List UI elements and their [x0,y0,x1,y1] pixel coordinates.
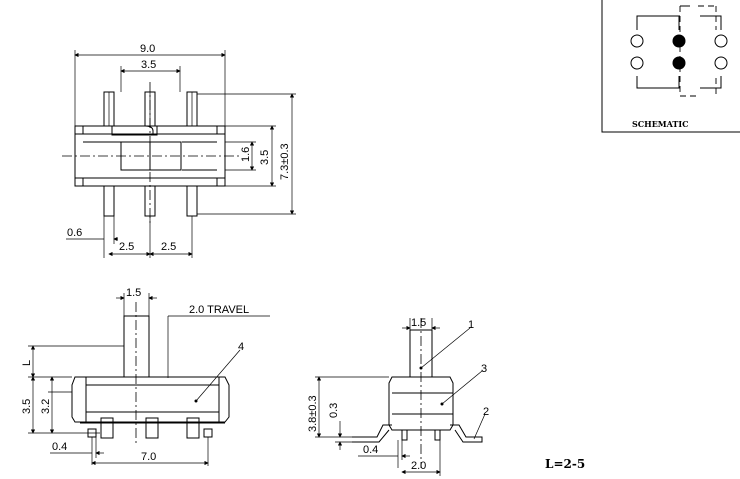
side-knob-dim-label: 1.5 [411,317,426,329]
contact-closed-bc [672,56,686,70]
dim-pin-width-label: 0.6 [67,227,82,239]
contact-open-tr [714,34,728,48]
dim-width-label: 9.0 [140,43,155,55]
side-body [388,376,454,431]
front-length-label: 7.0 [141,451,156,463]
dim-height-label: 7.3±0.3 [279,143,291,180]
dim-inner-label: 3.5 [259,150,271,165]
length-note: L=2-5 [545,457,585,471]
front-view: 1.5 2.0 TRAVEL 4 L 3.5 3.2 [21,287,270,466]
contact-open-tl [630,34,644,48]
contact-open-br [714,56,728,70]
front-pin-left [100,417,114,439]
front-knob-dim-label: 1.5 [126,287,141,299]
side-base-label: 2.0 [411,460,426,472]
travel-label: 2.0 TRAVEL [189,304,249,316]
dim-pin-span-label: 3.5 [141,59,156,71]
top-view: 9.0 3.5 [62,43,296,258]
side-foot-label: 0.3 [328,403,340,418]
contact-open-bl [630,56,644,70]
callout-4: 4 [238,341,244,353]
dim-body-height-label: 3.5 [21,399,33,414]
front-pin-offset-label: 0.4 [52,441,67,453]
callout-2: 2 [483,406,489,418]
front-pin-middle [145,417,159,439]
front-knob [123,315,150,378]
side-view: 1.5 1 3 2 3.8±0.3 0.3 [307,317,489,476]
side-height-label: 3.8±0.3 [307,395,319,432]
dim-L-label: L [21,360,33,366]
schematic-label: SCHEMATIC [632,119,689,129]
contact-closed-tc [672,34,686,48]
side-pin-offset-label: 0.4 [363,444,378,456]
bottom-pin-right [186,185,198,217]
callout-1: 1 [468,319,474,331]
front-pin-right [186,417,200,439]
bottom-pin-left [103,185,115,217]
callout-3: 3 [481,363,487,375]
schematic-box: SCHEMATIC [601,0,740,133]
dim-body-inner-label: 3.2 [40,399,52,414]
dim-actuator-label: 1.6 [240,147,252,162]
front-body [71,376,230,423]
dim-pitch-right-label: 2.5 [161,241,176,253]
dim-pitch-left-label: 2.5 [119,241,134,253]
